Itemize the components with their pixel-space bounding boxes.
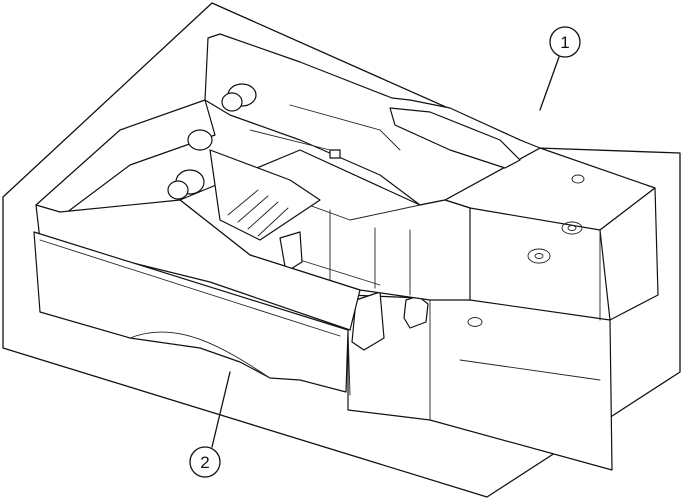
leader-line-2 <box>211 371 231 448</box>
callout-circle-1 <box>549 26 581 58</box>
paper-drawer <box>33 199 361 396</box>
callout-circle-2 <box>189 446 221 478</box>
callout-label-2: 2 <box>200 453 209 472</box>
callout-2: 2 <box>189 371 231 478</box>
tray-body <box>347 147 659 471</box>
callout-1: 1 <box>539 26 581 111</box>
callout-label-1: 1 <box>560 33 569 52</box>
tray-frame <box>35 33 541 301</box>
leader-line-1 <box>539 56 560 111</box>
